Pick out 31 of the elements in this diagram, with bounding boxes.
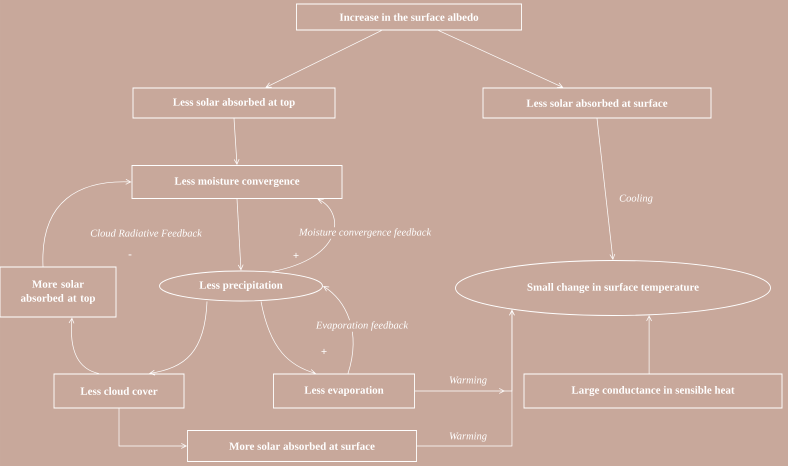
process-box: More solar absorbed at surface (187, 430, 417, 462)
arrow (438, 30, 564, 88)
edge-label: Moisture convergence feedback (298, 227, 432, 239)
arrow (416, 309, 515, 446)
sign-label: + (293, 252, 299, 258)
edge-label: Warming (448, 431, 488, 443)
edge-label: Cooling (618, 193, 654, 205)
arrow (596, 118, 616, 260)
process-box: Less solar absorbed at surface (482, 88, 712, 118)
process-box: Less cloud cover (54, 374, 184, 408)
arrow (260, 301, 316, 375)
process-box: Large conductance in sensible heat (524, 374, 782, 408)
edge-label: Evaporation feedback (314, 320, 410, 332)
process-box: Increase in the surface albedo (296, 4, 522, 30)
sign-label: - (128, 254, 132, 256)
arrow (646, 315, 652, 374)
arrow (265, 30, 382, 88)
edge-label: Warming (448, 375, 488, 387)
arrow (42, 178, 132, 267)
arrow (322, 286, 354, 374)
arrow (149, 301, 208, 376)
process-box: Less solar absorbed at top (132, 88, 336, 118)
process-box: Less moisture convergence (132, 165, 342, 199)
process-box: Less evaporation (273, 374, 415, 408)
arrow (118, 408, 188, 449)
arrow (271, 198, 335, 272)
arrow (234, 118, 240, 166)
process-box: More solar absorbed at top (0, 266, 116, 318)
arrow (68, 317, 100, 374)
sign-label: + (321, 348, 327, 354)
arrow (236, 198, 244, 271)
